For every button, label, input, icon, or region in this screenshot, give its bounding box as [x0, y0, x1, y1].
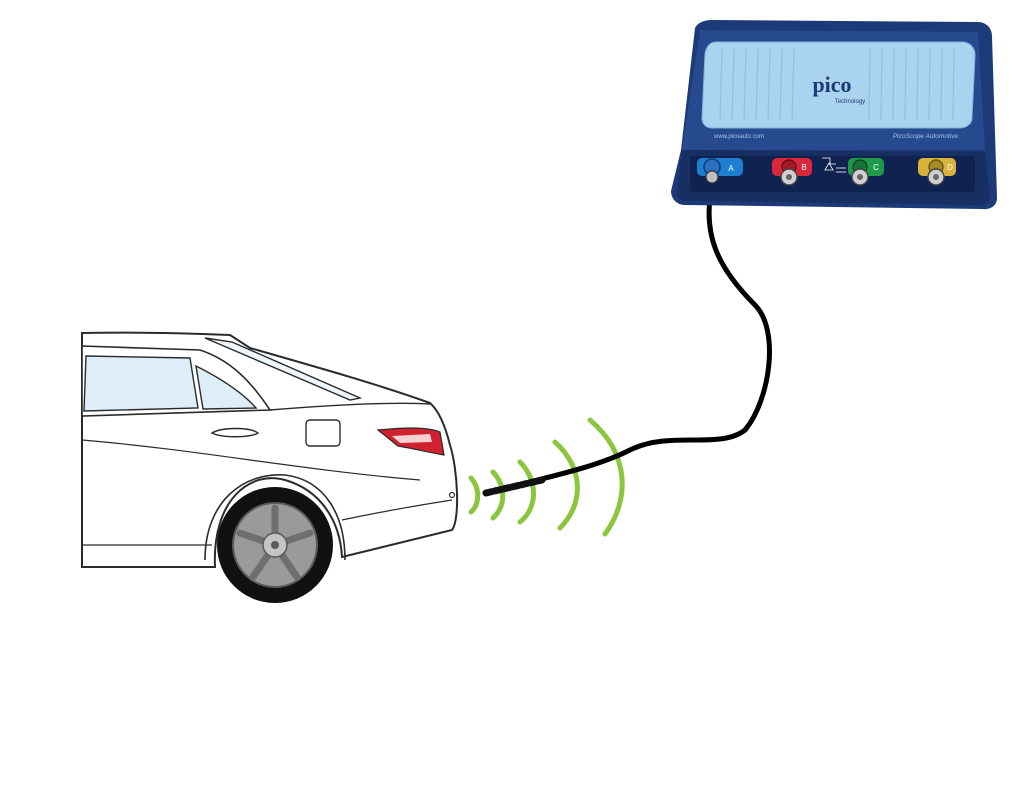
probe-cable	[482, 179, 772, 497]
car-door-handle	[210, 427, 260, 438]
car-side-window	[83, 355, 199, 412]
signal-wave-5	[587, 417, 625, 537]
car-taillight-lens	[392, 434, 432, 443]
oscilloscope-device: pico Technology www.picoauto.com PicoSco…	[671, 20, 997, 210]
parking-sensor	[448, 491, 456, 499]
device-panel-ribs	[719, 47, 955, 121]
channel-a-connector: A	[697, 158, 743, 184]
device-sub-brand: Technology	[835, 99, 865, 105]
channel-d-label: D	[947, 163, 953, 172]
car-fuel-door	[305, 419, 341, 447]
signal-wave-3	[517, 459, 536, 525]
device-warning-markings	[822, 157, 846, 173]
device-panel	[701, 41, 976, 129]
signal-waves	[468, 417, 625, 537]
channel-b-connector: B	[772, 158, 812, 186]
car-crease-line	[81, 439, 421, 481]
car-rear-window	[195, 364, 258, 410]
signal-wave-4	[552, 439, 580, 531]
device-brand-logo: pico	[812, 72, 851, 97]
device-model: PicoScope Automotive	[893, 133, 959, 140]
probe-cable-wire	[485, 179, 772, 496]
channel-d-connector: D	[918, 158, 956, 186]
device-website: www.picoauto.com	[713, 134, 764, 140]
signal-wave-1	[468, 475, 481, 515]
channel-c-connector: C	[848, 158, 884, 186]
car-wheel	[217, 487, 333, 603]
car-rear-glass	[204, 337, 363, 401]
car-bumper	[341, 499, 453, 521]
car-wheel-arch	[204, 474, 346, 561]
channel-c-label: C	[873, 163, 879, 172]
car	[81, 331, 459, 603]
signal-wave-2	[490, 469, 506, 521]
car-trunk-line	[269, 402, 431, 411]
channel-b-label: B	[801, 163, 806, 172]
channel-a-label: A	[728, 164, 734, 173]
device-connector-bay	[690, 156, 975, 192]
probe-antenna	[482, 476, 546, 497]
